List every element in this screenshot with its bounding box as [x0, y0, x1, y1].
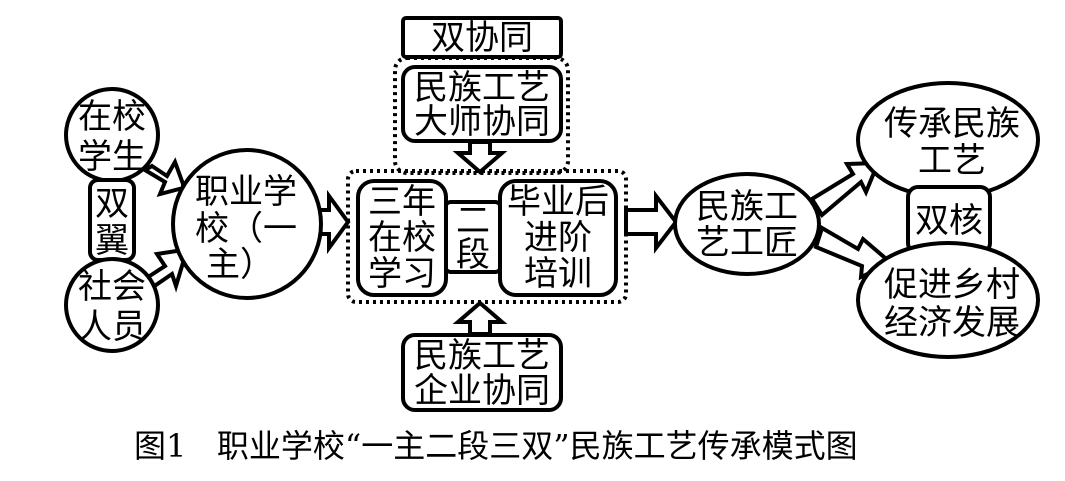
arrow-enterprise-to-group [452, 300, 508, 336]
node-double-collab [401, 16, 563, 59]
label-students-1: 在校 [78, 97, 146, 137]
node-artisan [673, 172, 821, 276]
label-two-wings-1: 双 [95, 184, 129, 224]
figure-caption: 图1 职业学校“一主二段三双”民族工艺传承模式图 [134, 427, 858, 465]
label-school-2: 校（一 [195, 209, 297, 249]
label-two-stage-1: 二 [456, 201, 490, 241]
label-enterprise-collab-2: 企业协同 [414, 371, 550, 411]
label-rural-2: 经济发展 [884, 303, 1020, 343]
arrow-artisan-to-inherit [809, 160, 882, 219]
label-two-cores: 双核 [915, 201, 983, 241]
label-inherit-2: 工艺 [918, 141, 986, 181]
label-enterprise-collab-1: 民族工艺 [414, 336, 550, 376]
label-double-collab: 双协同 [431, 18, 533, 58]
label-society-2: 人员 [78, 307, 146, 347]
node-post-grad [498, 179, 618, 297]
node-society [64, 257, 160, 353]
label-society-1: 社会 [78, 267, 146, 307]
label-three-year-1: 三年 [368, 182, 436, 222]
label-school-1: 职业学 [195, 172, 297, 212]
node-three-year [356, 179, 448, 297]
label-two-stage-2: 段 [456, 235, 490, 275]
label-three-year-2: 在校 [368, 218, 436, 258]
arrow-master-to-group [452, 140, 508, 175]
node-enterprise-collab [401, 333, 563, 412]
label-post-grad-2: 进阶 [524, 218, 592, 258]
arrow-school-to-group [317, 189, 351, 255]
label-rural-1: 促进乡村 [884, 265, 1020, 305]
node-rural [856, 241, 1040, 359]
label-post-grad-1: 毕业后 [507, 182, 609, 222]
label-three-year-3: 学习 [368, 254, 436, 294]
node-school [171, 148, 323, 300]
node-master-collab [401, 65, 563, 143]
label-students-2: 学生 [78, 137, 146, 177]
arrow-group-to-artisan [624, 190, 679, 254]
two-stage-group-border [346, 169, 628, 304]
arrow-students-to-school [141, 157, 185, 197]
label-artisan-2: 艺工匠 [696, 223, 798, 263]
label-school-3: 主） [206, 245, 274, 285]
label-artisan-1: 民族工 [696, 187, 798, 227]
label-master-collab-2: 大师协同 [414, 102, 550, 142]
label-master-collab-1: 民族工艺 [414, 68, 550, 108]
label-inherit-1: 传承民族 [884, 104, 1020, 144]
label-two-wings-2: 翼 [95, 221, 129, 261]
label-post-grad-3: 培训 [524, 254, 592, 294]
